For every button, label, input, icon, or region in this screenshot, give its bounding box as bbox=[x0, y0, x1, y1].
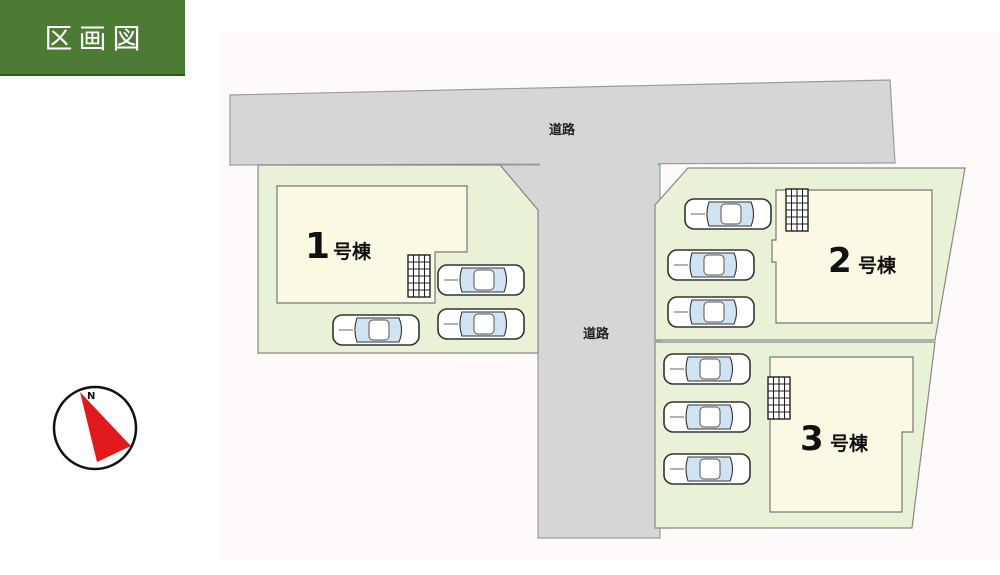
ac-unit-icon bbox=[407, 254, 431, 298]
car-icon bbox=[663, 453, 751, 485]
lot-3-label: 3 号棟 bbox=[800, 419, 869, 459]
north-arrow-icon bbox=[80, 392, 131, 462]
car-icon bbox=[684, 198, 772, 230]
lot-1-label: 1 号棟 bbox=[305, 226, 372, 267]
lot-2-house bbox=[771, 189, 933, 324]
road-top bbox=[229, 79, 896, 166]
car-icon bbox=[667, 249, 755, 281]
ac-unit-icon bbox=[785, 188, 809, 232]
lot-3-number: 3 bbox=[800, 419, 824, 459]
road-junction bbox=[540, 150, 658, 180]
lot-2-label: 2 号棟 bbox=[828, 241, 897, 281]
lot-1-suffix: 号棟 bbox=[333, 240, 372, 263]
car-icon bbox=[663, 353, 751, 385]
lot-2-number: 2 bbox=[828, 241, 852, 281]
road-top-label: 道路 bbox=[549, 122, 576, 138]
lot-3-house bbox=[769, 356, 914, 513]
lot-3-suffix: 号棟 bbox=[830, 432, 869, 455]
lot-1-number: 1 bbox=[305, 226, 330, 267]
car-icon bbox=[437, 264, 525, 296]
lot-2-suffix: 号棟 bbox=[858, 254, 897, 277]
car-icon bbox=[437, 308, 525, 340]
title-badge: 区画図 bbox=[0, 0, 185, 76]
car-icon bbox=[663, 401, 751, 433]
compass: N bbox=[52, 385, 138, 471]
road-center-label: 道路 bbox=[583, 326, 610, 342]
page-title: 区画図 bbox=[44, 22, 147, 55]
ac-unit-icon bbox=[767, 376, 791, 420]
compass-north-label: N bbox=[87, 391, 95, 402]
car-icon bbox=[667, 296, 755, 328]
car-icon bbox=[332, 314, 420, 346]
